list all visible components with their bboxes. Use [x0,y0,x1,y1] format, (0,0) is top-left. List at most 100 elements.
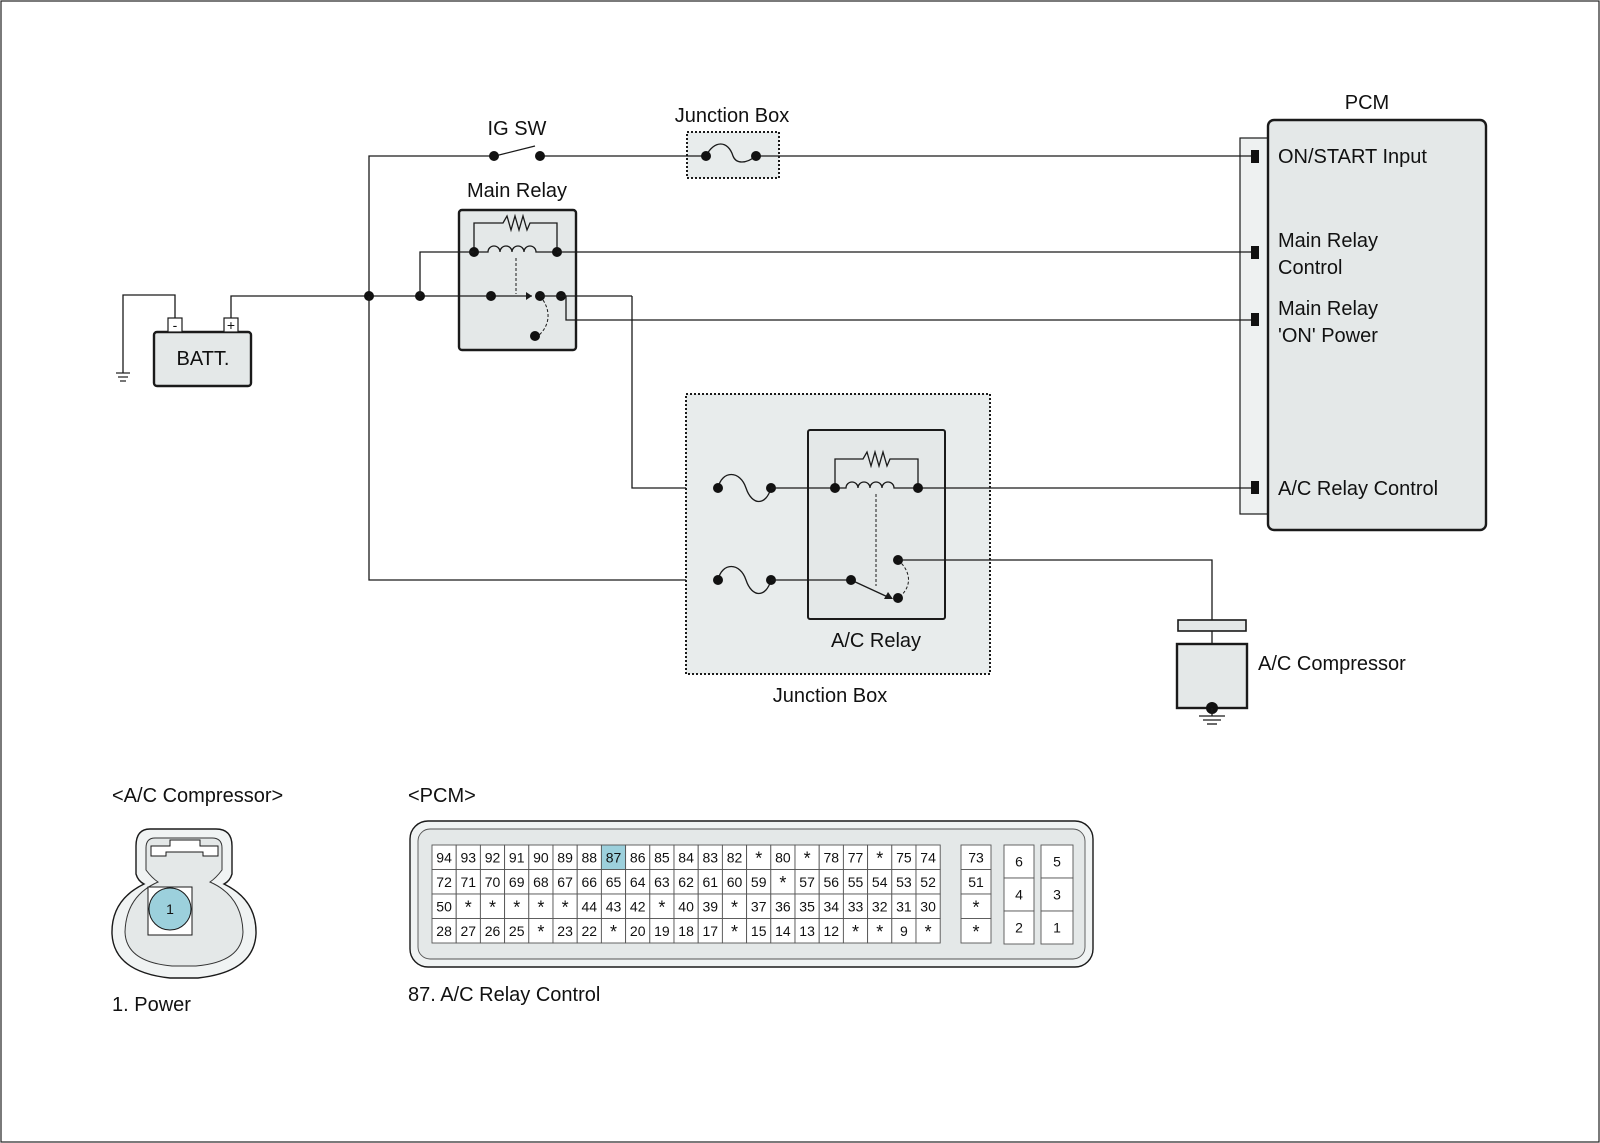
pcm-pin-cell [891,918,917,944]
pin-label: * [972,922,979,942]
pcm-pin-cell [697,918,723,944]
pin-label: 72 [436,874,452,890]
pcm-pin-cell [842,869,869,895]
pin-label: 4 [1015,887,1023,903]
pin-label: 68 [533,874,549,890]
pcm-pin-on-start [1251,150,1259,163]
pcm-pin-cell [867,844,893,870]
pin-label: 18 [678,923,694,939]
ac-relay-coil [835,481,918,489]
pcm-main-relay-on-power-label-1: Main Relay [1278,298,1378,320]
pin-label: 83 [703,849,719,865]
ac-compressor-connector-legend: 1. Power [112,994,191,1016]
pcm-pin-cell [552,844,578,870]
pin-label: 60 [727,874,743,890]
pcm-pin-cell [818,918,844,944]
pin-label: 84 [678,849,694,865]
ac-compressor-pin-label: 1 [166,901,174,917]
pin-label: 35 [799,898,815,914]
battery-ground-wire [122,294,176,373]
pin-label: 43 [606,898,622,914]
ac-relay-label: A/C Relay [831,630,921,652]
pin-label: 31 [896,898,912,914]
pin-label: 55 [848,874,864,890]
pin-label: 53 [896,874,912,890]
main-relay-label: Main Relay [467,180,567,202]
pin-label: * [537,897,544,917]
pin-label: 57 [799,874,815,890]
pin-label: 80 [775,849,791,865]
pin-label: 87 [606,849,622,865]
pin-label: 94 [436,849,452,865]
pin-label: * [731,897,738,917]
pcm-small-pin-cell [1040,910,1074,945]
pcm-pin-cell [673,869,699,895]
pcm-pin-cell [915,893,941,919]
ac-compressor-label: A/C Compressor [1258,653,1406,675]
pcm-pin-cell [794,918,820,944]
pcm-pin-cell [649,869,675,895]
pcm-pin-main-relay-control [1251,246,1259,259]
junction-fuse-2 [717,565,772,595]
pin-label: * [465,897,472,917]
ac-compressor-feed-wire [898,559,1213,620]
pin-label: * [489,897,496,917]
pin-label: 73 [968,849,984,865]
pin-label: 56 [824,874,840,890]
pin-label: 22 [582,923,598,939]
pcm-small-pin-cell [1003,877,1035,912]
pcm-pin-cell [867,918,893,944]
ig-sw-contact [494,145,536,157]
main-relay-on-power-wire [561,295,1251,321]
pin-label: * [658,897,665,917]
ac-compressor-pin-1 [148,887,192,931]
pcm-module [1266,118,1488,532]
pin-label: 2 [1015,920,1023,936]
pcm-main-relay-control-label-2: Control [1278,257,1342,279]
pin-label: * [513,897,520,917]
pin-label: 3 [1053,887,1061,903]
ac-relay-switch-arm [850,579,891,599]
pin-label: 93 [461,849,477,865]
main-relay-coil [474,245,557,253]
pin-label: 90 [533,849,549,865]
pin-label: * [537,922,544,942]
pcm-on-start-label: ON/START Input [1278,146,1427,168]
pcm-pin-cell [528,869,554,895]
pin-label: 75 [896,849,912,865]
pin-label: 13 [799,923,815,939]
pcm-pin-cell [528,918,554,944]
pcm-pin-cell [600,869,627,895]
main-relay-resistor [473,213,558,252]
pcm-side-pin-cell [960,893,992,919]
pin-label: 51 [968,874,984,890]
pin-label: 23 [557,923,573,939]
pcm-title: PCM [1345,92,1389,114]
pin-label: 17 [703,923,719,939]
pcm-pin-cell [625,918,651,944]
ig-sw-label: IG SW [488,118,547,140]
pin-label: 67 [557,874,573,890]
pcm-pin-cell [600,918,627,944]
ac-compressor-clutch [1177,619,1247,632]
pin-label: 66 [582,874,598,890]
pin-label: 54 [872,874,888,890]
junction-box-bottom-label: Junction Box [773,685,888,707]
pcm-connector-strip [1239,137,1269,515]
ac-compressor-connector-key [150,839,219,857]
pcm-pin-cell [867,893,893,919]
pin-label: 1 [1053,920,1061,936]
pcm-pin-cell [455,844,481,870]
junction-box-top-label: Junction Box [675,105,790,127]
pin-label: * [876,922,883,942]
pcm-pin-cell [528,844,554,870]
coil-feed-wire [419,251,474,296]
pin-label: 37 [751,898,767,914]
pcm-pin-cell [915,918,941,944]
pcm-small-pin-cell [1003,910,1035,945]
pin-label: 44 [582,898,598,914]
battery-minus-sign: - [173,317,178,333]
battery [152,330,253,388]
pcm-pin-main-relay-on-power [1251,313,1259,326]
pin-label: 30 [920,898,936,914]
